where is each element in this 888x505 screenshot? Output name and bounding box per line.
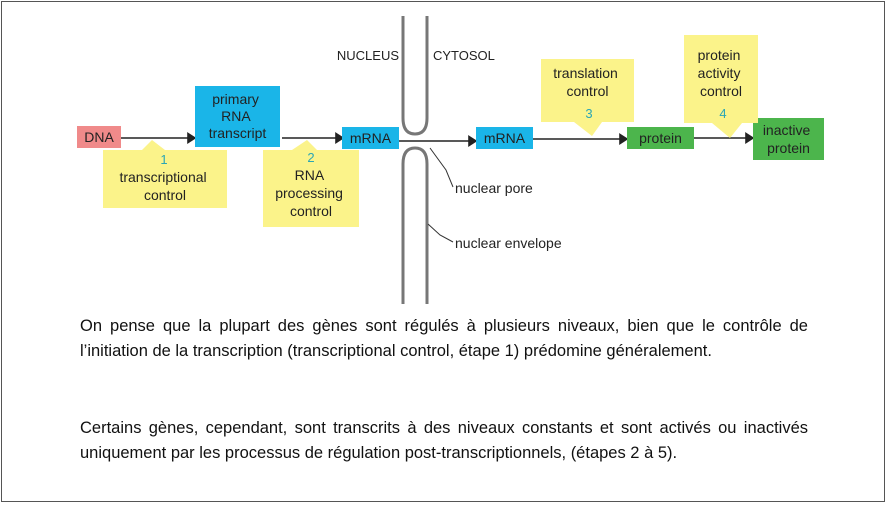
inactive-protein-box	[753, 118, 824, 160]
inactive-protein-line-1: inactive	[763, 122, 811, 138]
nuclear-envelope-label: nuclear envelope	[455, 235, 562, 251]
primary-transcript-box	[195, 86, 280, 147]
primary-transcript-label: primary RNA transcript	[209, 91, 267, 141]
control-3-line-2: control	[566, 83, 608, 99]
control-2-label: RNA processing control	[275, 167, 347, 219]
control-4-line-3: control	[700, 83, 742, 99]
primary-transcript-line-3: transcript	[209, 125, 267, 141]
arrowhead-2	[335, 132, 345, 144]
arrowhead-3	[468, 135, 478, 147]
nuclear-envelope-lower	[401, 146, 429, 304]
control-2-line-3: control	[290, 203, 332, 219]
control-2-callout	[263, 140, 359, 227]
mrna-cytosol-box	[476, 127, 533, 149]
control-2-line-1: RNA	[295, 167, 325, 183]
control-3-label: translation control	[553, 65, 621, 99]
leader-lines	[427, 147, 454, 243]
control-4-callout	[684, 35, 758, 138]
mrna-nucleus-label: mRNA	[350, 130, 392, 146]
control-4-label: protein activity control	[698, 47, 745, 99]
control-2-line-2: processing	[275, 185, 343, 201]
arrowhead-5	[745, 132, 755, 144]
nuclear-envelope-leader	[427, 223, 454, 243]
dna-label: DNA	[84, 129, 114, 145]
nuclear-pore-leader	[429, 147, 454, 188]
control-3-callout	[541, 59, 634, 136]
control-1-callout	[103, 140, 227, 208]
flow-arrows	[120, 132, 755, 147]
control-4-step: 4	[719, 106, 726, 121]
mrna-cytosol-label: mRNA	[484, 130, 526, 146]
control-2-step: 2	[307, 150, 314, 165]
protein-box	[627, 127, 694, 149]
primary-transcript-line-2: RNA	[221, 108, 251, 124]
mrna-nucleus-box	[342, 127, 399, 149]
arrowhead-1	[187, 132, 197, 144]
explanation-paragraph-2: Certains gènes, cependant, sont transcri…	[80, 419, 808, 462]
control-1-label: transcriptional control	[119, 169, 210, 203]
nucleus-label: NUCLEUS	[337, 48, 399, 63]
nuclear-envelope	[401, 16, 429, 304]
control-4-line-1: protein	[698, 47, 741, 63]
cytosol-label: CYTOSOL	[433, 48, 495, 63]
gene-regulation-diagram: NUCLEUS CYTOSOL DNA primary RNA transcri…	[77, 16, 824, 304]
control-3-step: 3	[585, 106, 592, 121]
inactive-protein-label: inactive protein	[763, 122, 814, 156]
dna-box	[77, 126, 121, 148]
inactive-protein-line-2: protein	[767, 140, 810, 156]
control-1-line-2: control	[144, 187, 186, 203]
control-1-step: 1	[160, 152, 167, 167]
control-4-line-2: activity	[698, 65, 741, 81]
control-1-line-1: transcriptional	[119, 169, 206, 185]
explanation-paragraph-1: On pense que la plupart des gènes sont r…	[80, 317, 808, 360]
protein-label: protein	[639, 130, 682, 146]
primary-transcript-line-1: primary	[212, 91, 259, 107]
nuclear-envelope-upper	[401, 16, 429, 136]
arrowhead-4	[619, 133, 629, 145]
control-3-line-1: translation	[553, 65, 618, 81]
nuclear-pore-label: nuclear pore	[455, 180, 533, 196]
